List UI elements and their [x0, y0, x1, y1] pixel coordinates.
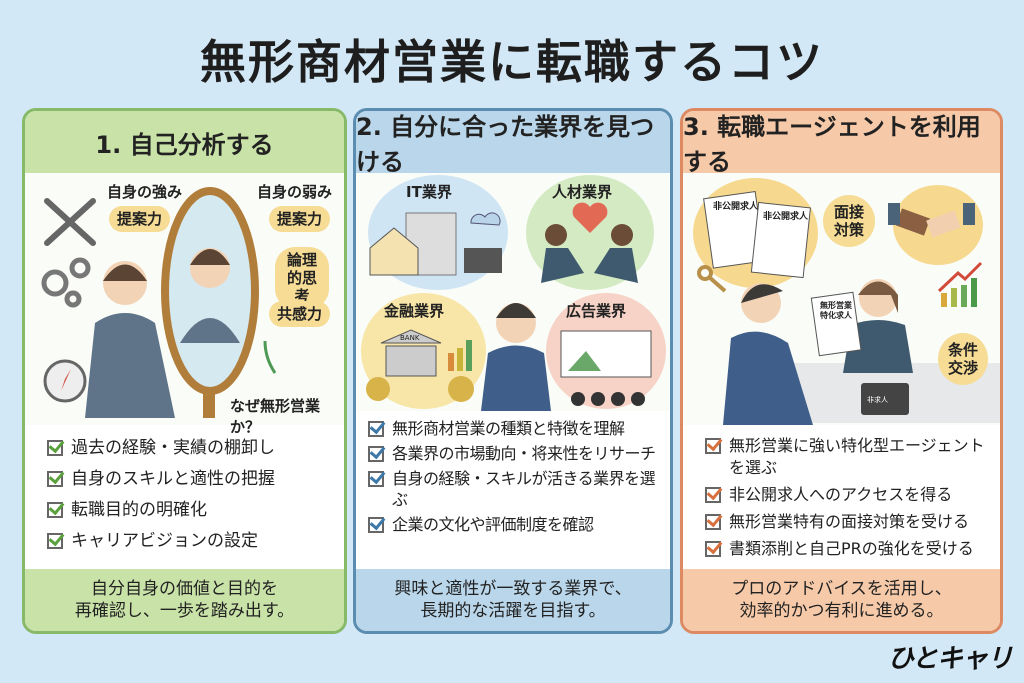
- checkbox-icon: [705, 541, 721, 557]
- handshake-icon: [888, 203, 975, 238]
- compass-icon: [43, 359, 87, 403]
- checklist-item: 無形商材営業の種類と特徴を理解: [368, 418, 666, 439]
- bank-icon: [380, 329, 442, 377]
- agent-illustration: 非公開求人 非公開求人 無形営業特化求人 非求人 面接対策 条件交渉: [683, 173, 1000, 425]
- checklist-item: 無形営業特有の面接対策を受ける: [705, 511, 990, 533]
- checklist-item: 企業の文化や評価制度を確認: [368, 514, 666, 535]
- laptop-icon: [464, 248, 502, 273]
- industry-label-hr: 人材業界: [552, 183, 613, 201]
- checklist-item: 自身のスキルと適性の把握: [47, 468, 334, 490]
- negotiation-bubble: 条件交渉: [938, 333, 988, 385]
- house-icon: [369, 227, 419, 276]
- wrench-icon: [44, 198, 96, 246]
- document-label: 非公開求人: [713, 202, 759, 212]
- page-title: 無形商材営業に転職するコツ: [200, 35, 824, 89]
- strengths-label: 自身の強み: [107, 183, 183, 201]
- job-document-icon: [750, 201, 811, 279]
- checkbox-icon: [47, 502, 63, 518]
- bar-chart-icon: [448, 340, 472, 371]
- strength-tag: 提案力: [109, 206, 171, 232]
- checklist: 無形営業に強い特化型エージェントを選ぶ 非公開求人へのアクセスを得る 無形営業特…: [683, 425, 1000, 571]
- panel-use-agent: 3. 転職エージェントを利用する 非公開求人 非公開求人 無形営業特化求人 非求…: [680, 108, 1003, 634]
- question-label: なぜ無形営業か？: [230, 397, 321, 436]
- checkbox-icon: [47, 471, 63, 487]
- industry-illustration: IT業界 人材業界 金融業界 広告業界 BANK: [356, 173, 670, 411]
- weakness-tag: 共感力: [269, 301, 331, 327]
- checkbox-icon: [705, 438, 721, 454]
- brand-logo: ひとキャリ: [887, 644, 1013, 674]
- checklist-item: 無形営業に強い特化型エージェントを選ぶ: [705, 435, 990, 479]
- agent-scene: [697, 190, 1000, 425]
- checkbox-icon: [368, 517, 384, 533]
- cloud-icon: [470, 212, 501, 226]
- interview-prep-bubble: 面接対策: [823, 195, 875, 247]
- checkbox-icon: [368, 421, 384, 437]
- checkbox-icon: [705, 487, 721, 503]
- weakness-tag: 提案力: [269, 206, 331, 232]
- document-label: 非求人: [867, 396, 888, 404]
- document-label: 無形営業特化求人: [820, 301, 852, 320]
- gear-icon: [41, 257, 91, 308]
- mirror: [161, 187, 259, 395]
- document-label: 非公開求人: [763, 212, 809, 222]
- panel-heading: 2. 自分に合った業界を見つける: [356, 111, 670, 176]
- checklist-item: 過去の経験・実績の棚卸し: [47, 437, 334, 459]
- growth-chart-icon: [937, 261, 983, 307]
- panel-heading: 3. 転職エージェントを利用する: [683, 111, 1000, 176]
- weakness-tag: 論理的思考: [275, 247, 329, 309]
- panel-summary: プロのアドバイスを活用し、効率的かつ有利に進める。: [683, 569, 1000, 631]
- industry-label-it: IT業界: [406, 183, 452, 201]
- checkbox-icon: [47, 533, 63, 549]
- self-analysis-illustration: 自身の強み 自身の弱み 提案力 提案力 論理的思考 共感力 なぜ無形営業か？: [25, 173, 344, 436]
- panel-find-industry: 2. 自分に合った業界を見つける IT業界 人材業界 金融業界 広告業界 BAN…: [353, 108, 673, 634]
- panel-heading: 1. 自己分析する: [25, 111, 344, 173]
- checklist: 無形商材営業の種類と特徴を理解 各業界の市場動向・将来性をリサーチ 自身の経験・…: [356, 411, 670, 535]
- panel-summary: 興味と適性が一致する業界で、長期的な活躍を目指す。: [356, 569, 670, 631]
- checklist-item: 非公開求人へのアクセスを得る: [705, 484, 990, 506]
- weaknesses-label: 自身の弱み: [257, 183, 333, 201]
- panel-summary: 自分自身の価値と目的を再確認し、一歩を踏み出す。: [25, 569, 344, 631]
- checkbox-icon: [368, 471, 384, 487]
- industry-label-finance: 金融業界: [384, 302, 445, 320]
- checklist-item: 各業界の市場動向・将来性をリサーチ: [368, 443, 666, 464]
- checklist-item: 書類添削と自己PRの強化を受ける: [705, 538, 990, 560]
- checkbox-icon: [705, 514, 721, 530]
- industry-scenes: [366, 202, 652, 411]
- arrow-icon: [263, 340, 277, 374]
- checkbox-icon: [47, 440, 63, 456]
- checklist-item: キャリアビジョンの設定: [47, 530, 334, 552]
- key-icon: [697, 265, 727, 293]
- money-bag-icon: [366, 376, 474, 402]
- heart-puzzle-icon: [572, 202, 608, 233]
- mirror-illustration: [41, 187, 277, 418]
- bank-sign: BANK: [400, 334, 420, 342]
- panel-self-analysis: 1. 自己分析する 自身の強み 自身の弱み 提案力 提案力 論理的思考 共感力 …: [22, 108, 347, 634]
- checklist: 過去の経験・実績の棚卸し 自身のスキルと適性の把握 転職目的の明確化 キャリアビ…: [25, 425, 344, 571]
- checkbox-icon: [368, 446, 384, 462]
- tablet-icon: [861, 383, 909, 415]
- industry-label-ad: 広告業界: [566, 302, 627, 320]
- checklist-item: 自身の経験・スキルが活きる業界を選ぶ: [368, 468, 666, 510]
- job-document-icon: [810, 291, 862, 357]
- checklist-item: 転職目的の明確化: [47, 499, 334, 521]
